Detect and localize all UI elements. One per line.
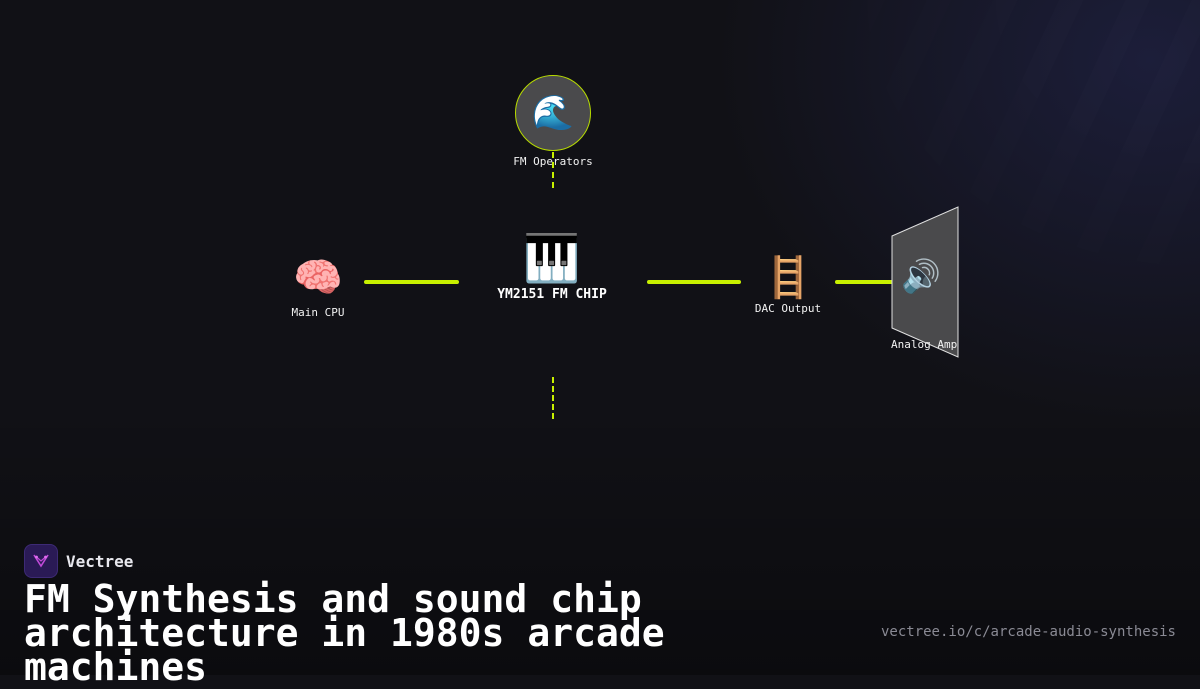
fm-operators-label-wrap: FM Operators: [513, 147, 592, 168]
edge-cpu-chip: [364, 280, 459, 284]
background-glow: [0, 0, 1200, 675]
speaker-icon: 🔊: [901, 257, 941, 295]
dac-output-label: DAC Output: [754, 302, 822, 315]
main-cpu-label: Main CPU: [291, 306, 345, 319]
background-rays: [0, 0, 1200, 675]
vectree-logo-icon: [24, 544, 58, 578]
piano-keyboard-icon: 🎹: [523, 231, 581, 285]
analog-amp-node[interactable]: [890, 206, 960, 360]
brand-name: Vectree: [66, 551, 134, 571]
main-cpu-node[interactable]: 🧠 Main CPU: [292, 258, 345, 319]
edge-dac-amp: [835, 280, 893, 284]
edge-chip-dac: [647, 280, 741, 284]
architecture-diagram: 🌊 FM Operators 🧠 Main CPU 🎹 YM2151 FM CH…: [292, 75, 960, 419]
brain-icon: 🧠: [293, 255, 343, 301]
ym2151-chip-node[interactable]: 🎹 YM2151 FM CHIP: [497, 235, 607, 302]
edge-operators-chip: [552, 152, 554, 188]
source-url[interactable]: vectree.io/c/arcade-audio-synthesis: [880, 624, 1176, 640]
fm-operators-node[interactable]: 🌊: [515, 75, 591, 151]
brand[interactable]: Vectree: [24, 544, 133, 578]
wave-icon: 🌊: [531, 93, 575, 133]
fm-operators-label: FM Operators: [513, 155, 593, 168]
page-title: FM Synthesis and sound chip architecture…: [24, 577, 665, 689]
dac-output-node[interactable]: 🪜 DAC Output: [755, 258, 821, 315]
ladder-icon: 🪜: [763, 255, 813, 301]
edge-chip-down: [552, 377, 554, 419]
analog-amp-label: Analog Amp: [891, 338, 958, 351]
ym2151-chip-label: YM2151 FM CHIP: [497, 287, 607, 302]
